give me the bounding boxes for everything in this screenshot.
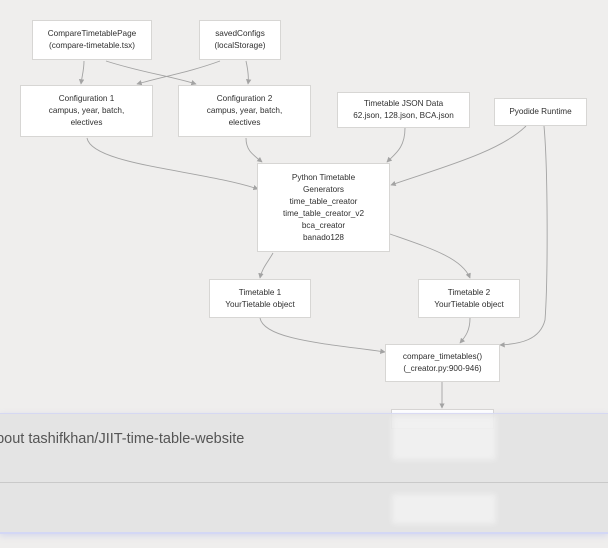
node-line: (_creator.py:900-946) xyxy=(403,364,482,373)
overlay-title[interactable]: about tashifkhan/JIIT-time-table-website xyxy=(0,431,245,447)
node-compare-timetable-page: CompareTimetablePage (compare-timetable.… xyxy=(32,20,152,60)
node-line: Timetable 1 xyxy=(238,287,282,297)
edge-tt2-to-compare xyxy=(459,317,471,344)
edge-config2-to-generators xyxy=(245,137,263,163)
edge-config1-to-generators xyxy=(86,137,259,191)
node-timetable-json-data: Timetable JSON Data 62.json, 128.json, B… xyxy=(337,92,470,128)
node-timetable-2: Timetable 2 YourTietable object xyxy=(418,279,520,318)
node-line: electives xyxy=(228,118,261,127)
node-line: CompareTimetablePage xyxy=(47,29,137,38)
node-saved-configs: savedConfigs (localStorage) xyxy=(199,20,281,60)
node-line: (localStorage) xyxy=(214,41,266,50)
node-timetable-1: Timetable 1 YourTietable object xyxy=(209,279,311,318)
node-python-timetable-generators: Python Timetable Generators time_table_c… xyxy=(257,163,390,252)
edge-page-to-config2 xyxy=(105,60,197,86)
overlay-divider xyxy=(0,482,608,483)
node-configuration-1: Configuration 1 campus, year, batch, ele… xyxy=(20,85,153,137)
repo-overlay-panel: about tashifkhan/JIIT-time-table-website xyxy=(0,413,608,534)
node-pyodide-runtime: Pyodide Runtime xyxy=(494,98,587,126)
edge-json-to-generators xyxy=(386,127,406,163)
node-line: Generators xyxy=(303,184,344,194)
node-line: Python Timetable xyxy=(291,172,356,182)
node-line: 62.json, 128.json, BCA.json xyxy=(353,111,454,120)
node-configuration-2: Configuration 2 campus, year, batch, ele… xyxy=(178,85,311,137)
node-line: time_table_creator_v2 xyxy=(282,208,364,218)
node-line: compare_timetables() xyxy=(402,352,483,361)
node-line: (compare-timetable.tsx) xyxy=(49,41,135,50)
node-line: YourTietable object xyxy=(434,299,504,309)
ghost-node-top xyxy=(392,416,496,460)
edge-saved-to-config2 xyxy=(245,60,252,85)
node-line: savedConfigs xyxy=(215,29,265,38)
node-line: time_table_creator xyxy=(289,196,358,206)
node-line: campus, year, batch, xyxy=(206,106,283,115)
edge-page-to-config1 xyxy=(78,60,85,85)
node-line: Timetable JSON Data xyxy=(363,99,444,108)
node-line: YourTietable object xyxy=(225,299,295,309)
node-compare-timetables-fn: compare_timetables() (_creator.py:900-94… xyxy=(385,344,500,382)
edge-pyodide-to-generators xyxy=(390,125,527,187)
node-line: electives xyxy=(70,118,103,127)
node-line: banado128 xyxy=(303,232,344,242)
ghost-node-bottom xyxy=(392,494,496,524)
node-line: campus, year, batch, xyxy=(48,106,125,115)
node-line: Pyodide Runtime xyxy=(509,107,572,116)
edge-generators-to-tt2 xyxy=(389,233,471,279)
edge-pyodide-to-compare xyxy=(499,125,548,348)
edge-generators-to-tt1 xyxy=(258,252,274,279)
node-line: Configuration 2 xyxy=(216,94,273,103)
edge-saved-to-config1 xyxy=(136,60,221,86)
edge-tt1-to-compare xyxy=(259,317,386,354)
node-line: Configuration 1 xyxy=(58,94,115,103)
node-line: bca_creator xyxy=(301,220,346,230)
node-line: Timetable 2 xyxy=(447,287,491,297)
